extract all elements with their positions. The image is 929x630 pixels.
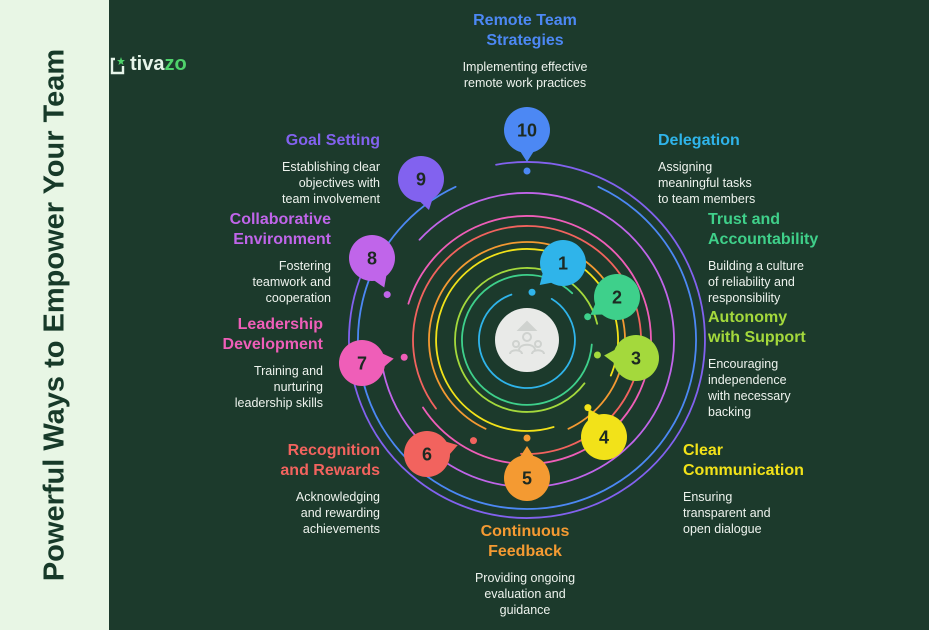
- strategy-label-delegation-description: Assigning meaningful tasks to team membe…: [658, 160, 756, 206]
- number-pin-9: 9: [398, 156, 444, 210]
- ring-1: [478, 293, 576, 389]
- strategy-label-2-description: Encouraging independence with necessary …: [708, 357, 791, 419]
- pin-circle: [504, 107, 550, 153]
- pin-number: 8: [367, 249, 377, 269]
- pin-number: 5: [522, 469, 532, 489]
- ring-dot-1: [528, 288, 536, 296]
- number-pin-3: 3: [604, 335, 659, 381]
- strategy-label-delegation-title: Delegation: [658, 132, 740, 149]
- pin-number: 10: [517, 121, 537, 141]
- number-pins-group: 1 2 3 4 5 6 7 8 9 10: [339, 107, 659, 501]
- strategy-label-9-description: Establishing clear objectives with team …: [282, 160, 380, 206]
- ring-9: [348, 161, 706, 519]
- strategy-label-4-description: Ensuring transparent and open dialogue: [683, 490, 771, 536]
- pin-number: 6: [422, 445, 432, 465]
- pin-circle: [504, 455, 550, 501]
- strategy-label-1-title: Trust and Accountability: [708, 211, 819, 248]
- ring-dot-10: [523, 167, 531, 175]
- brand-logo: tivazo: [110, 53, 187, 76]
- strategy-label-5-description: Providing ongoing evaluation and guidanc…: [474, 571, 576, 617]
- number-pin-4: 4: [581, 408, 627, 460]
- ring-2: [461, 274, 593, 406]
- ring-dot-8: [383, 291, 391, 299]
- ring-dot-4: [584, 404, 592, 412]
- center-hub: [495, 308, 559, 372]
- pin-circle: [540, 240, 586, 286]
- pin-circle: [581, 414, 627, 460]
- pin-number: 9: [416, 170, 426, 190]
- strategy-label-4-title: Clear Communication: [683, 442, 804, 479]
- number-pin-2: 2: [590, 274, 640, 320]
- strategy-label-7-title: Leadership Development: [222, 316, 323, 353]
- ring-10: [357, 185, 697, 510]
- ring-dots-group: [383, 167, 601, 445]
- ring-dot-7: [400, 353, 408, 361]
- number-pin-5: 5: [504, 446, 550, 501]
- number-pin-6: 6: [404, 431, 458, 477]
- pin-circle: [349, 235, 395, 281]
- pin-number: 2: [612, 288, 622, 308]
- ring-7: [407, 215, 652, 465]
- number-pin-10: 10: [504, 107, 550, 162]
- pin-number: 1: [558, 254, 568, 274]
- logo-mark-icon: [110, 56, 125, 74]
- pin-circle: [339, 340, 385, 386]
- strategy-label-1-description: Building a culture of reliability and re…: [708, 259, 804, 305]
- pin-circle: [404, 431, 450, 477]
- number-pin-1: 1: [539, 240, 586, 286]
- ring-dot-5: [523, 434, 531, 442]
- ring-dot-6: [469, 437, 477, 445]
- strategy-label-10-title: Remote Team Strategies: [473, 12, 577, 49]
- pin-circle: [594, 274, 640, 320]
- strategy-label-6-title: Recognition and Rewards: [280, 442, 380, 479]
- team-leadership-icon: [509, 320, 545, 355]
- strategy-label-5-title: Continuous Feedback: [480, 523, 570, 560]
- strategy-label-7-description: Training and nurturing leadership skills: [234, 364, 323, 410]
- strategy-label-6-description: Acknowledging and rewarding achievements: [295, 490, 380, 536]
- number-pin-8: 8: [349, 235, 395, 288]
- strategy-label-8-description: Fostering teamwork and cooperation: [252, 259, 331, 305]
- ring-dot-2: [584, 313, 592, 321]
- pin-number: 7: [357, 354, 367, 374]
- strategy-label-10-description: Implementing effective remote work pract…: [462, 60, 588, 90]
- strategy-label-9-title: Goal Setting: [285, 132, 380, 149]
- number-pin-7: 7: [339, 340, 394, 386]
- strategy-label-2-title: Autonomy with Support: [708, 309, 806, 346]
- pin-number: 4: [599, 428, 609, 448]
- brand-name: tivazo: [130, 53, 187, 75]
- strategy-label-8-title: Collaborative Environment: [229, 211, 331, 248]
- pin-number: 3: [631, 349, 641, 369]
- pin-circle: [613, 335, 659, 381]
- ring-dot-3: [593, 351, 601, 359]
- pin-circle: [398, 156, 444, 202]
- sidebar: Powerful Ways to Empower Your Team: [0, 0, 109, 630]
